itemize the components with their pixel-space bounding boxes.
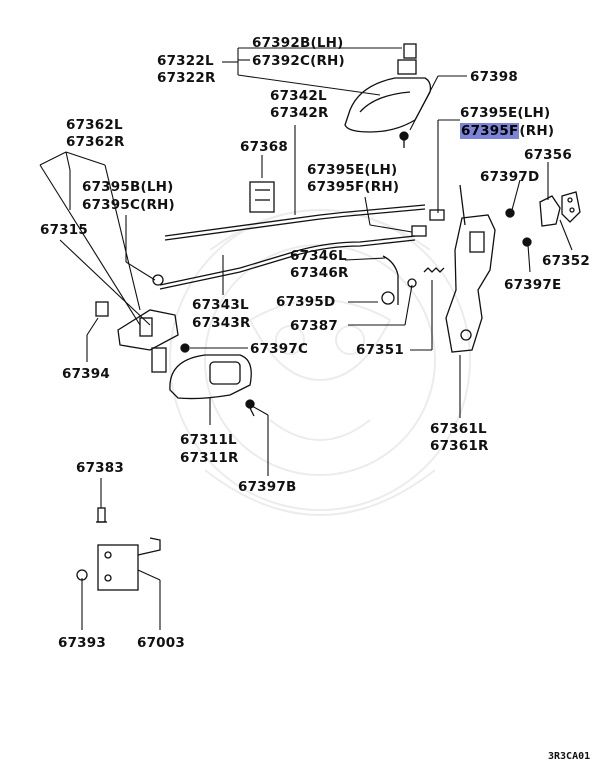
link-67346 (382, 255, 399, 305)
clip-67395f-mid (411, 225, 427, 237)
lock-assembly-67361 (445, 184, 496, 353)
part-label-67322l: 67322L (157, 53, 214, 69)
striker-67356 (539, 191, 581, 227)
part-label-67394: 67394 (62, 366, 110, 382)
washer-67387 (407, 278, 417, 288)
part-label-67392c: 67392C(RH) (252, 53, 345, 69)
clip-67395c (152, 274, 164, 286)
door-check-67003 (97, 537, 161, 591)
part-label-67397e: 67397E (504, 277, 562, 293)
part-label-67398: 67398 (470, 69, 518, 85)
clip-67395f-top (429, 209, 445, 221)
part-label-67346r: 67346R (290, 265, 349, 281)
part-label-67397c: 67397C (250, 341, 309, 357)
part-label-67361l: 67361L (430, 421, 487, 437)
rod-67342 (164, 204, 426, 237)
part-label-67395f-top-row: 67395F(RH) (460, 122, 554, 140)
part-label-67003: 67003 (137, 635, 185, 651)
part-label-67393: 67393 (58, 635, 106, 651)
bushing-67395d (381, 291, 395, 305)
part-label-67362l: 67362L (66, 117, 123, 133)
part-label-67362r: 67362R (66, 134, 125, 150)
bolt-67397d (505, 208, 515, 218)
part-label-67368: 67368 (240, 139, 288, 155)
part-label-67352: 67352 (542, 253, 590, 269)
part-label-67343l: 67343L (192, 297, 249, 313)
part-label-67397d: 67397D (480, 169, 540, 185)
escutcheon-67311 (169, 354, 252, 400)
part-label-67395b: 67395B(LH) (82, 179, 174, 195)
part-label-67343r: 67343R (192, 315, 251, 331)
outside-handle-drawing (344, 43, 432, 133)
part-label-67342r: 67342R (270, 105, 329, 121)
part-label-67395e-top: 67395E(LH) (460, 105, 551, 121)
part-label-67315: 67315 (40, 222, 88, 238)
part-label-67311l: 67311L (180, 432, 237, 448)
part-label-67395c: 67395C(RH) (82, 197, 175, 213)
part-label-67397b: 67397B (238, 479, 297, 495)
part-label-67342l: 67342L (270, 88, 327, 104)
clip-67368 (249, 181, 275, 213)
screw-67397b (245, 399, 255, 417)
screw-67397c (180, 343, 190, 353)
bolt-67397e (522, 237, 532, 247)
rod-67343 (159, 235, 416, 286)
part-label-67361r: 67361R (430, 438, 489, 454)
part-label-67346l: 67346L (290, 248, 347, 264)
spring-67351 (423, 267, 445, 273)
part-label-67395f-top-side: (RH) (519, 123, 555, 139)
pin-67383 (96, 507, 107, 523)
nut-67393 (76, 569, 88, 581)
part-illustrations (76, 43, 581, 591)
part-label-67395e-mid: 67395E(LH) (307, 162, 398, 178)
part-label-67395d: 67395D (276, 294, 336, 310)
part-label-67356: 67356 (524, 147, 572, 163)
part-label-67322r: 67322R (157, 70, 216, 86)
part-label-67311r: 67311R (180, 450, 239, 466)
diagram-reference-code: 3R3CA01 (548, 751, 591, 762)
part-label-67395f-mid: 67395F(RH) (307, 179, 400, 195)
highlighted-part-67395f[interactable]: 67395F (460, 123, 520, 139)
inside-handle-assembly (95, 301, 179, 373)
part-label-67383: 67383 (76, 460, 124, 476)
part-label-67387: 67387 (290, 318, 338, 334)
screw-67398 (399, 131, 409, 148)
part-label-67392b: 67392B(LH) (252, 35, 344, 51)
part-label-67351: 67351 (356, 342, 404, 358)
leader-lines (39, 47, 573, 630)
